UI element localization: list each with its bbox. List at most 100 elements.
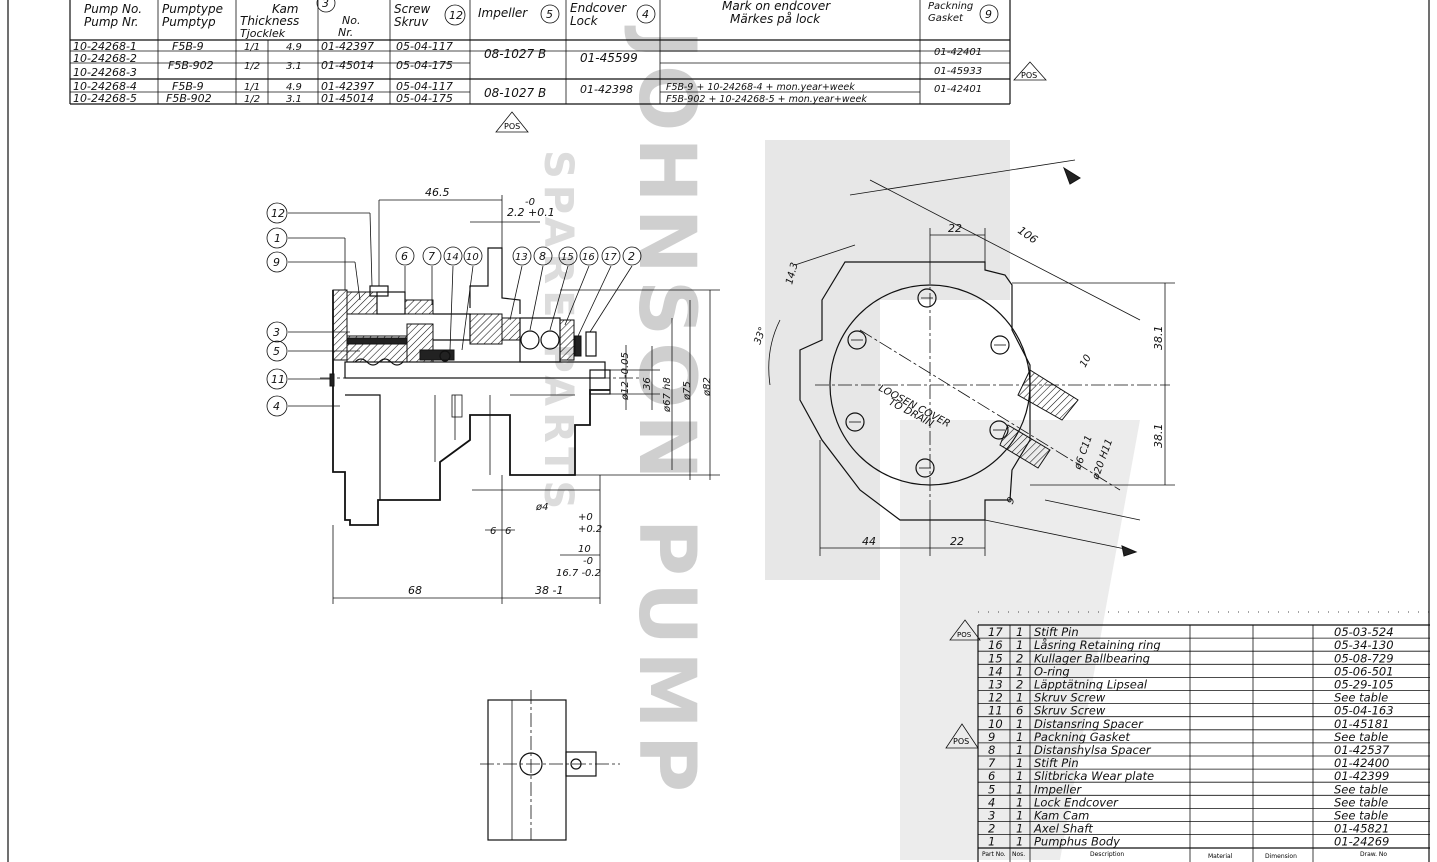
parts-description: Pumphus Body [1034,835,1120,849]
dim-tol-small: +0 [578,512,593,523]
parts-description: Distanshylsa Spacer [1034,743,1152,757]
cell-screw: 05-04-117 [396,80,453,93]
hdr-gasket-ref: 9 [985,8,992,21]
hdr-screw-ref: 12 [449,9,463,22]
hdr-impeller: Impeller [478,6,528,20]
cell-thick-a: 1/1 [244,82,260,93]
dim-tol-top: -0 [525,197,535,208]
parts-draw-no: See table [1334,782,1388,796]
dim-d82: ø82 [702,377,713,397]
hdr-nr: Nr. [338,26,353,39]
parts-description: Axel Shaft [1033,822,1093,836]
parts-qty: 1 [1016,769,1023,783]
dim-68: 68 [408,584,422,597]
parts-pos: 7 [988,756,996,770]
parts-description: Lock Endcover [1034,795,1119,809]
cell-pump-no: 10-24268-2 [73,52,137,65]
parts-pos: 12 [988,691,1003,705]
dim-38: 38 -1 [535,584,563,597]
callout-label: 12 [271,207,285,220]
pos-tag-right: POS [1021,71,1037,80]
parts-qty: 1 [1016,743,1023,757]
pump-variant-table: Pump No. Pump Nr. Pumptype Pumptyp Kam 3… [69,0,1047,133]
parts-draw-no: 05-04-163 [1334,704,1394,718]
footer-part-no: Part No. [982,851,1006,858]
dim-d4: ø4 [535,502,548,513]
bolt-hole [915,458,935,478]
hdr-markes: Märkes på lock [730,12,821,26]
cell-thick-a: 1/2 [244,94,260,105]
callout-label: 8 [539,250,546,263]
parts-draw-no: 01-42399 [1334,769,1389,783]
parts-pos: 11 [988,704,1003,718]
parts-qty: 1 [1016,809,1023,823]
callout-label: 7 [428,250,435,263]
dim-d12: ø12 -0.05 [620,352,631,401]
parts-draw-no: 01-42400 [1334,756,1389,770]
cell-pump-no: 10-24268-1 [73,40,137,53]
hdr-tjocklek: Tjocklek [240,27,286,40]
bolt-hole [990,335,1010,355]
parts-description: Impeller [1034,782,1082,796]
footer-dimension: Dimension [1265,853,1297,860]
callout-label: 13 [515,252,528,263]
parts-pos: 10 [988,717,1003,731]
dim-22-bottom: 22 [950,535,964,548]
parts-draw-no: 05-08-729 [1334,651,1394,665]
callout-label: 6 [401,250,408,263]
callout-label: 5 [273,345,280,358]
parts-qty: 6 [1016,704,1023,718]
cell-gasket-3: 01-42401 [934,84,982,95]
detail-view [480,690,620,841]
callout-balloon: 15 [558,246,578,266]
parts-description: Låsring Retaining ring [1034,638,1161,652]
footer-nos: Nos. [1012,851,1025,858]
cell-thick-b: 3.1 [286,61,302,72]
cell-thick-b: 4.9 [286,82,302,93]
parts-qty: 2 [1016,651,1023,665]
hdr-pump-no: Pump No. [84,2,142,16]
parts-qty: 1 [1016,664,1023,678]
parts-draw-no: 01-45821 [1334,822,1389,836]
callout-label: 9 [273,256,280,269]
cell-endcover-top: 01-45599 [580,51,638,65]
parts-draw-no: See table [1334,809,1388,823]
cell-no: 01-42397 [321,40,374,53]
hdr-kam-ref: 3 [322,0,329,10]
callout-balloon: 3 [266,321,288,343]
cell-no: 01-45014 [321,92,374,105]
dim-tol-ten: -0 [583,556,593,567]
cell-gasket-2: 01-45933 [934,66,982,77]
dim-d75: ø75 [682,381,693,401]
parts-pos: 8 [988,743,995,757]
callout-balloon: 11 [266,368,288,390]
callout-label: 14 [446,252,459,263]
callout-balloon: 16 [579,246,599,266]
callout-label: 2 [628,250,635,263]
callout-balloon: 17 [601,246,621,266]
parts-pos: 16 [988,638,1003,652]
callout-balloon: 12 [266,202,288,224]
cell-pumptype: F5B-902 [166,92,212,105]
table-row: 10-24268-5 F5B-902 1/2 3.1 01-45014 05-0… [73,92,453,105]
hdr-no: No. [342,14,360,27]
dim-22-top: 22 [948,222,962,235]
cell-gasket-1: 01-42401 [934,47,982,58]
callout-balloon: 14 [443,246,463,266]
callout-balloon: 6 [395,246,415,266]
parts-qty: 1 [1016,822,1023,836]
dim-44: 44 [862,535,876,548]
parts-description: Kam Cam [1034,809,1089,823]
hdr-packning: Packning [928,1,973,12]
parts-qty: 2 [1016,678,1023,692]
